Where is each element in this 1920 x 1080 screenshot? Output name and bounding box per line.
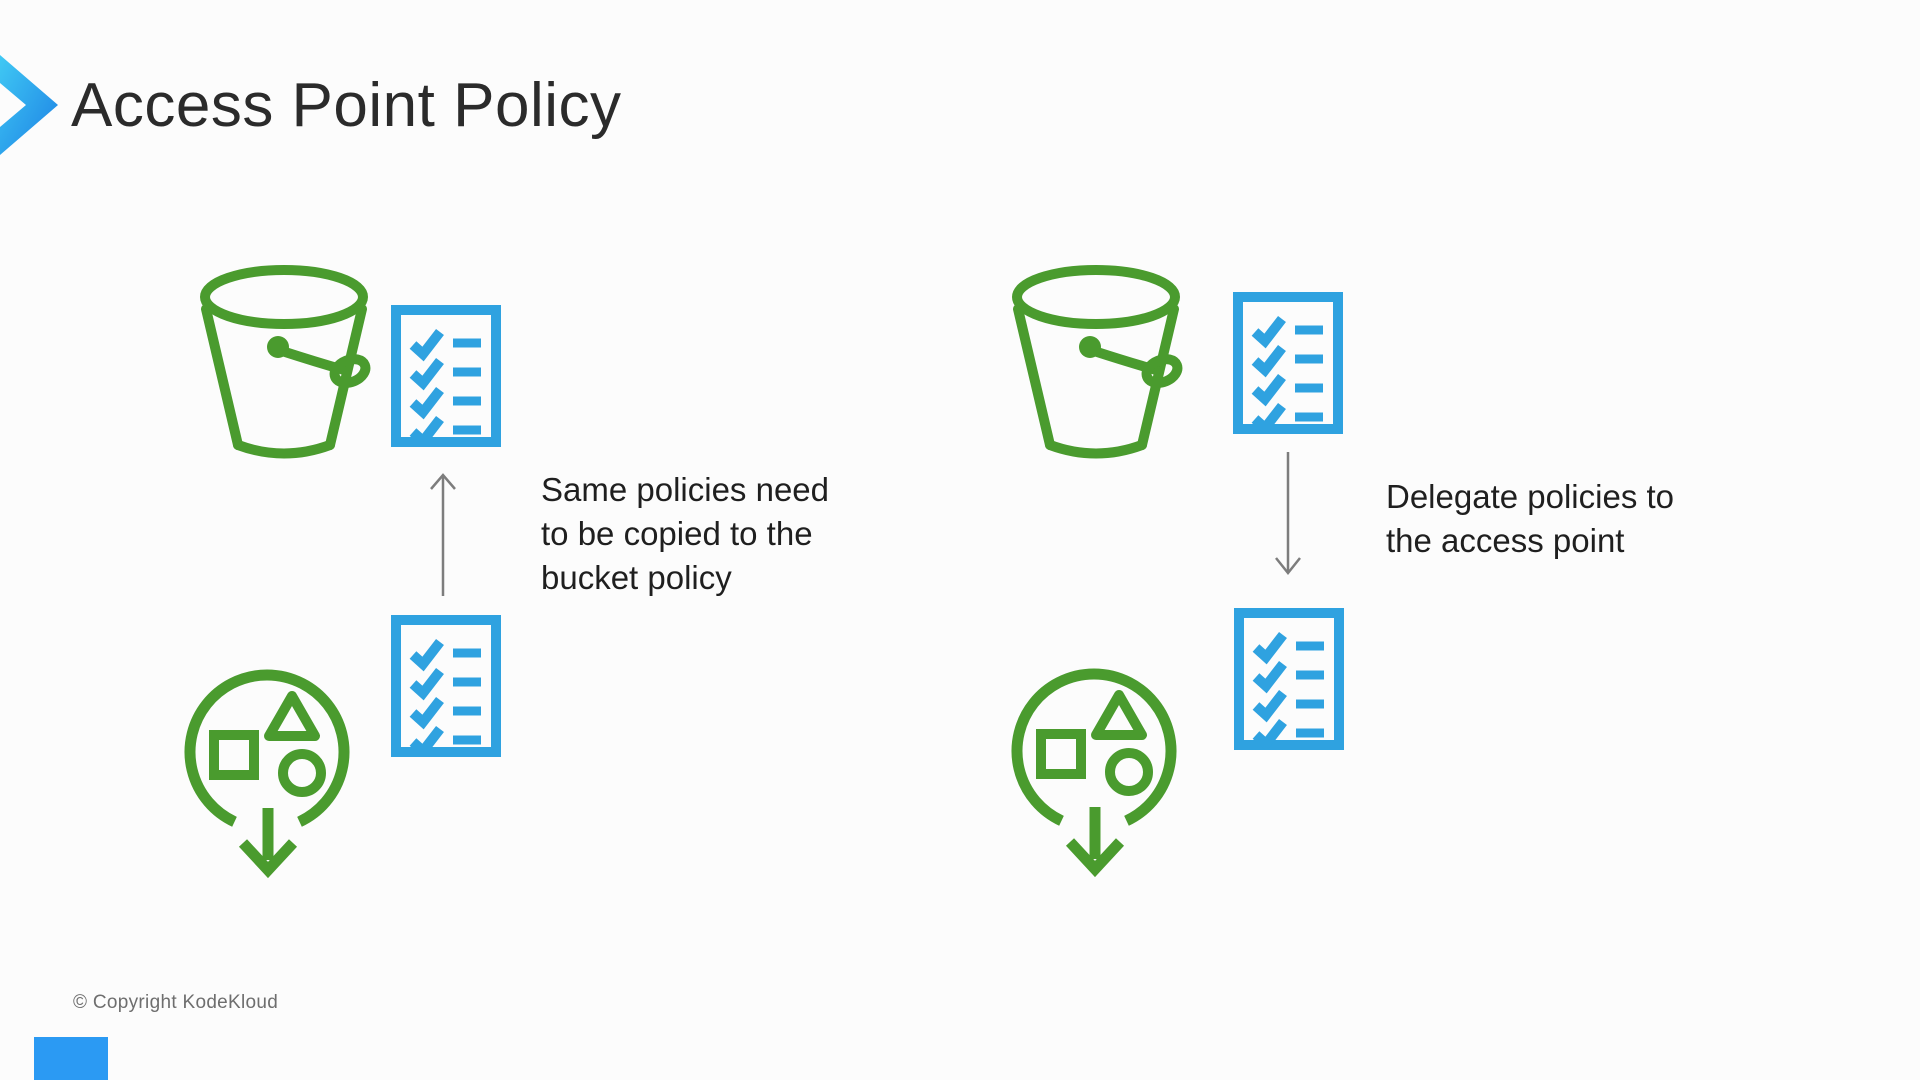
caption-line: to be copied to the [541, 515, 813, 552]
s3-bucket-icon [196, 264, 376, 460]
bucket-policy-checklist-icon [1233, 292, 1343, 434]
right-caption: Delegate policies to the access point [1386, 475, 1674, 563]
s3-access-point-icon [182, 667, 352, 879]
bucket-policy-checklist-icon [391, 305, 501, 447]
arrow-down-icon [1275, 452, 1301, 576]
copyright-notice: © Copyright KodeKloud [73, 992, 279, 1013]
title-chevron-icon [0, 55, 58, 155]
caption-line: the access point [1386, 522, 1625, 559]
s3-bucket-icon [1008, 264, 1188, 460]
access-point-policy-checklist-icon [1234, 608, 1344, 750]
access-point-policy-checklist-icon [391, 615, 501, 757]
s3-access-point-icon [1009, 666, 1179, 878]
caption-line: Delegate policies to [1386, 478, 1675, 515]
caption-line: Same policies need [541, 471, 830, 508]
arrow-up-icon [430, 473, 456, 596]
left-caption: Same policies need to be copied to the b… [541, 468, 829, 600]
caption-line: bucket policy [541, 559, 732, 596]
page-title: Access Point Policy [71, 71, 622, 140]
progress-bar [34, 1037, 108, 1080]
